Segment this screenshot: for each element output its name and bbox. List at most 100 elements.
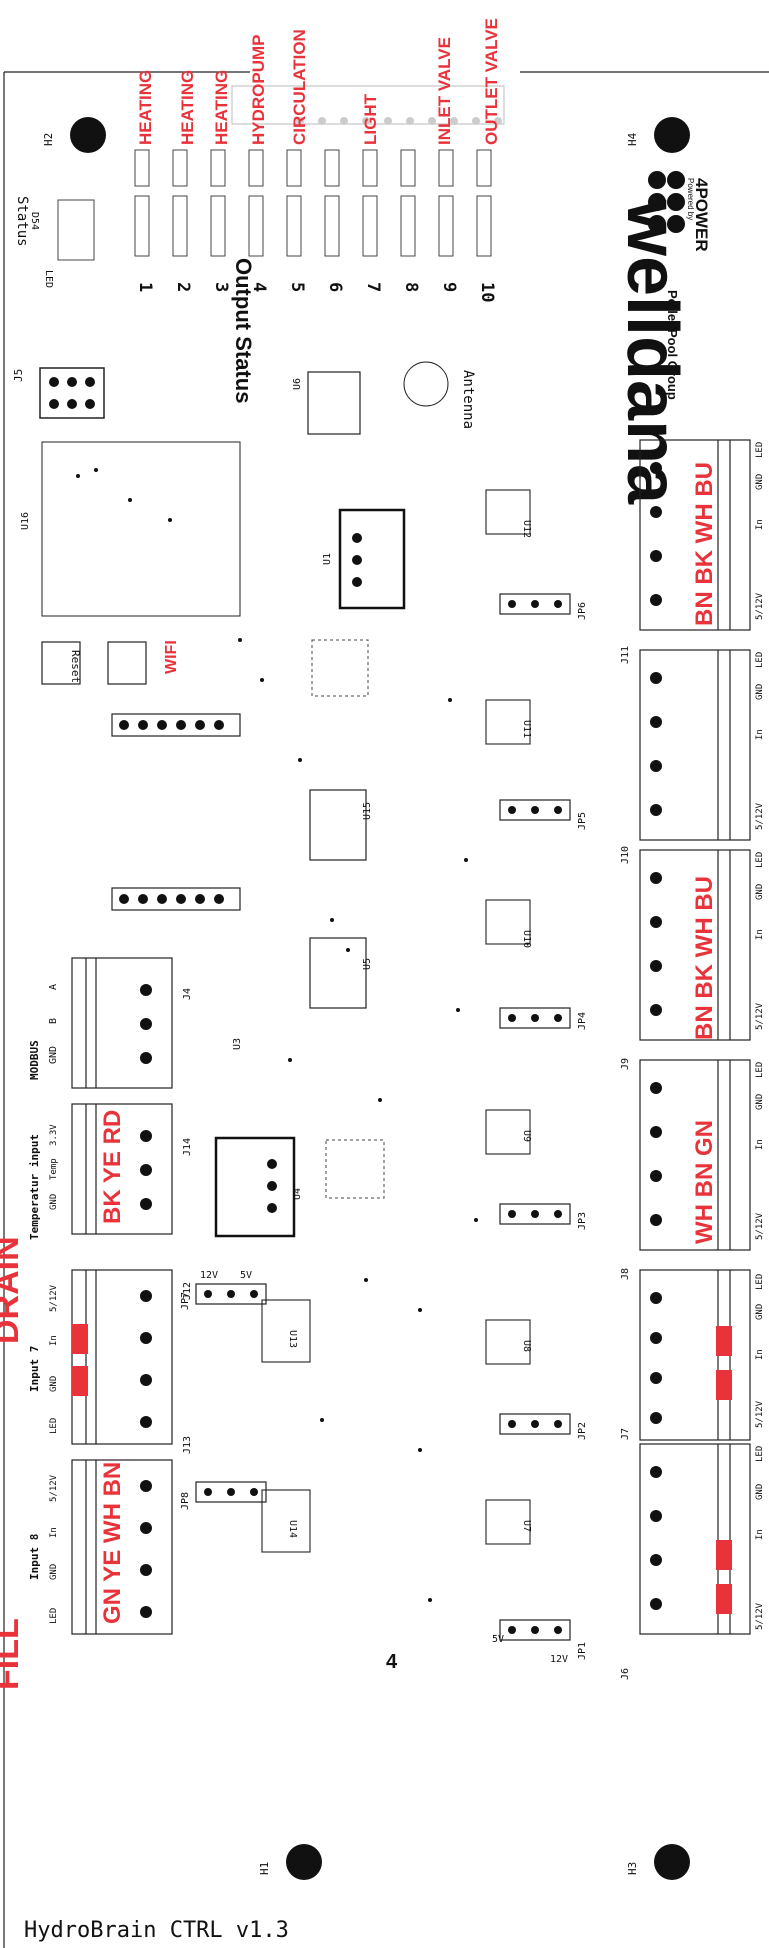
output-number: 2 [173, 282, 193, 292]
top-label-heating-2: HEATING [178, 70, 197, 145]
mounting-hole-h1 [286, 1844, 322, 1880]
ic-ref: U7 [521, 1520, 532, 1532]
powered-by: Powered by [686, 178, 695, 220]
input4-pin: 5/12V [755, 1002, 765, 1030]
ic-ref: U6 [292, 378, 303, 390]
input3-pin: LED [755, 1062, 765, 1078]
ic-ref: U12 [521, 520, 532, 538]
j6-ref: J6 [620, 1668, 631, 1680]
output-number: 5 [287, 282, 307, 292]
j14-pin-33v: 3.3V [49, 1124, 59, 1146]
ic-ref: U14 [287, 1520, 298, 1538]
brand-subtitle: Pollet Pool Group [665, 290, 680, 400]
jumper-ref: JP5 [577, 812, 588, 830]
j4-pin-gnd: GND [48, 1046, 59, 1064]
top-label-circulation: CIRCULATION [290, 29, 309, 145]
j14-wire-colors: BK YE RD [99, 1110, 126, 1224]
j11-ref: J11 [620, 646, 631, 664]
j12-ref: J12 [182, 1282, 193, 1300]
board-title: HydroBrain CTRL v1.3 [24, 1918, 289, 1943]
input2-pin: GND [755, 1304, 765, 1320]
jp-12v-label: 12V [200, 1270, 218, 1281]
output-number: 9 [439, 282, 459, 292]
j7-ref: J7 [620, 1428, 631, 1440]
j13-pin-in: In [49, 1527, 59, 1538]
ic-ref: U11 [521, 720, 532, 738]
jumper-ref: JP3 [577, 1212, 588, 1230]
top-label-outlet-valve: OUTLET VALVE [482, 18, 501, 145]
power-logo: 4POWER [692, 178, 711, 252]
output-number: 1 [135, 282, 155, 292]
jumper-ref: JP4 [577, 1012, 588, 1030]
top-label-heating-1: HEATING [136, 70, 155, 145]
drain-label: DRAIN [0, 1236, 26, 1344]
output-status-numbers: 1 2 3 4 5 6 7 8 9 10 [135, 282, 497, 302]
jp-5v-label: 5V [492, 1634, 504, 1645]
j13-wire-colors: GN YE WH BN [99, 1462, 126, 1624]
jumper-ref: JP1 [577, 1642, 588, 1660]
input5-pin: GND [755, 684, 765, 700]
ic-ref: U4 [292, 1188, 303, 1200]
output-number: 4 [249, 282, 269, 292]
input2-pin: In [755, 1349, 765, 1360]
input2-pin: 5/12V [755, 1400, 765, 1428]
mounting-hole-h4 [654, 117, 690, 153]
j10-ref: J10 [620, 846, 631, 864]
j12-pin-led: LED [49, 1418, 59, 1434]
j4-ref: J4 [182, 988, 193, 1000]
j13-ref: J13 [182, 1436, 193, 1454]
j8-wire-colors: WH BN GN [691, 1120, 718, 1244]
j4-pin-b: B [48, 1018, 59, 1024]
ic-ref: U13 [287, 1330, 298, 1348]
hole-label-h4: H4 [626, 132, 639, 146]
j13-pin-led: LED [49, 1608, 59, 1624]
jp-5v-label: 5V [240, 1270, 252, 1281]
wifi-label: WIFI [163, 640, 180, 674]
input4-pin: LED [755, 852, 765, 868]
top-label-light: LIGHT [361, 93, 380, 145]
input6-pin: GND [755, 474, 765, 490]
ic-ref: U16 [20, 512, 31, 530]
right-connector-blocks [639, 439, 751, 1635]
ic-ref: U1 [322, 553, 333, 565]
input3-pin: 5/12V [755, 1212, 765, 1240]
ic-ref: U10 [521, 930, 532, 948]
left-connector-blocks [71, 957, 173, 1635]
j13-pin-gnd: GND [49, 1564, 59, 1580]
j13-pin-5-12v: 5/12V [49, 1474, 59, 1502]
input1-pin: 5/12V [755, 1602, 765, 1630]
j4-pin-a: A [48, 984, 59, 990]
jumper-ref: JP8 [180, 1492, 191, 1510]
input4-pin: GND [755, 884, 765, 900]
fill-label: FILL [0, 1618, 26, 1690]
output-number: 7 [363, 282, 383, 292]
input5-pin: LED [755, 652, 765, 668]
j14-pin-temp: Temp [49, 1158, 59, 1180]
brand-logo: welldana [612, 199, 692, 505]
output-number: 10 [477, 282, 497, 302]
j9-ref: J9 [620, 1058, 631, 1070]
output-number: 8 [401, 282, 421, 292]
input1-pin: LED [755, 1446, 765, 1462]
top-label-heating-3: HEATING [212, 70, 231, 145]
j8-ref: J8 [620, 1268, 631, 1280]
j11-wire-colors: BN BK WH BU [691, 462, 718, 626]
status-title: Status [14, 196, 30, 247]
jumper-ref: JP2 [577, 1422, 588, 1440]
j13-title: Input 8 [28, 1534, 41, 1580]
ic-ref: U9 [521, 1130, 532, 1142]
antenna-label: Antenna [460, 370, 476, 429]
ic-ref: U15 [362, 802, 373, 820]
j14-title: Temperatur input [28, 1134, 41, 1240]
mounting-hole-h2 [70, 117, 106, 153]
output-status-title: Output Status [231, 258, 256, 403]
j9-wire-colors: BN BK WH BU [691, 876, 718, 1040]
input3-pin: GND [755, 1094, 765, 1110]
top-label-inlet-valve: INLET VALVE [435, 37, 454, 145]
input1-pin: GND [755, 1484, 765, 1500]
input3-pin: In [755, 1139, 765, 1150]
input6-pin: 5/12V [755, 592, 765, 620]
top-labels: HEATING HEATING HEATING HYDROPUMP CIRCUL… [136, 18, 501, 145]
top-label-hydropump: HYDROPUMP [249, 34, 268, 145]
